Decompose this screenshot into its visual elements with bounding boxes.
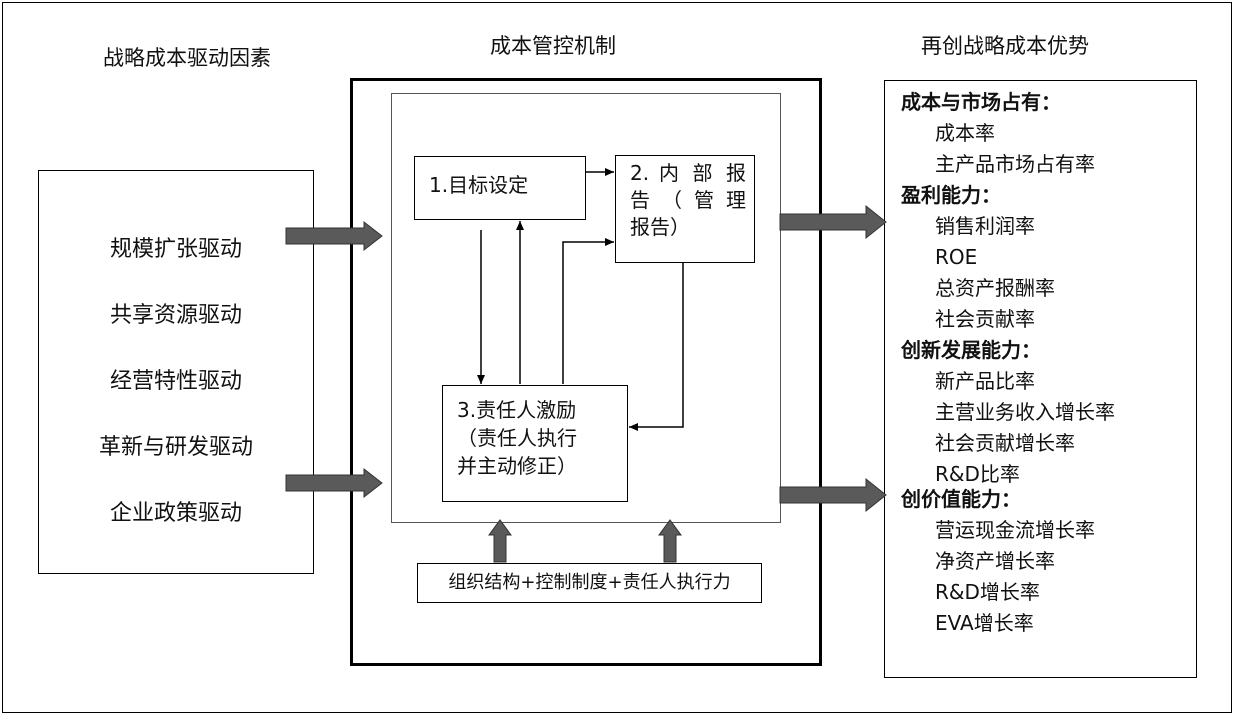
advantage-item: 社会贡献增长率 (935, 431, 1075, 455)
step-incentive-line: 并主动修正） (457, 454, 577, 478)
step-goal-setting: 1.目标设定 (414, 156, 586, 220)
advantages-box: 成本与市场占有： 成本率 主产品市场占有率 盈利能力： 销售利润率 ROE 总资… (884, 80, 1197, 678)
advantage-item: R&D比率 (935, 462, 1020, 486)
advantage-item: ROE (935, 245, 978, 269)
step-internal-report: 2. 内 部 报 告（管理 报告） (615, 155, 755, 263)
step-incentive-line: 3.责任人激励 (457, 398, 577, 422)
step-goal-setting-label: 1.目标设定 (429, 173, 529, 197)
advantage-item: R&D增长率 (935, 580, 1040, 604)
drivers-box: 规模扩张驱动 共享资源驱动 经营特性驱动 革新与研发驱动 企业政策驱动 (38, 170, 314, 574)
advantage-heading: 成本与市场占有： (901, 90, 1061, 114)
block-arrow-up-icon (658, 519, 682, 563)
advantage-item: 总资产报酬率 (935, 276, 1055, 300)
step-incentive: 3.责任人激励 （责任人执行 并主动修正） (442, 385, 628, 502)
advantage-item: 主营业务收入增长率 (935, 400, 1115, 424)
advantage-item: 销售利润率 (935, 214, 1035, 238)
advantage-item: 主产品市场占有率 (935, 152, 1095, 176)
advantage-item: 成本率 (935, 121, 995, 145)
right-title: 再创战略成本优势 (921, 34, 1089, 58)
center-title: 成本管控机制 (490, 34, 616, 58)
driver-item: 企业政策驱动 (109, 501, 242, 526)
step-internal-report-line: 2. 内 部 报 (630, 161, 746, 185)
driver-item: 共享资源驱动 (109, 303, 242, 328)
advantage-item: 新产品比率 (935, 369, 1035, 393)
block-arrow-right-icon (779, 204, 887, 240)
advantage-item: 净资产增长率 (935, 549, 1055, 573)
block-arrow-right-icon (285, 220, 383, 252)
block-arrow-right-icon (285, 467, 383, 499)
advantage-heading: 盈利能力： (901, 183, 1001, 207)
arrow-report-to-incentive (629, 263, 684, 431)
step-internal-report-line: 报告） (630, 215, 690, 239)
advantage-heading: 创价值能力： (901, 487, 1021, 511)
driver-item: 经营特性驱动 (109, 369, 242, 394)
advantage-item: 营运现金流增长率 (935, 518, 1095, 542)
foundation-box: 组织结构+控制制度+责任人执行力 (417, 563, 762, 603)
advantage-item: EVA增长率 (935, 611, 1034, 635)
arrow-incentive-to-report (562, 238, 614, 384)
left-title: 战略成本驱动因素 (103, 46, 271, 70)
block-arrow-up-icon (488, 519, 512, 563)
block-arrow-right-icon (779, 477, 887, 513)
step-incentive-line: （责任人执行 (457, 426, 577, 450)
advantage-heading: 创新发展能力： (901, 338, 1041, 362)
foundation-label: 组织结构+控制制度+责任人执行力 (448, 572, 731, 593)
driver-item: 规模扩张驱动 (109, 237, 242, 262)
driver-item: 革新与研发驱动 (98, 435, 253, 460)
step-internal-report-line: 告（管理 (630, 188, 746, 212)
advantage-item: 社会贡献率 (935, 307, 1035, 331)
